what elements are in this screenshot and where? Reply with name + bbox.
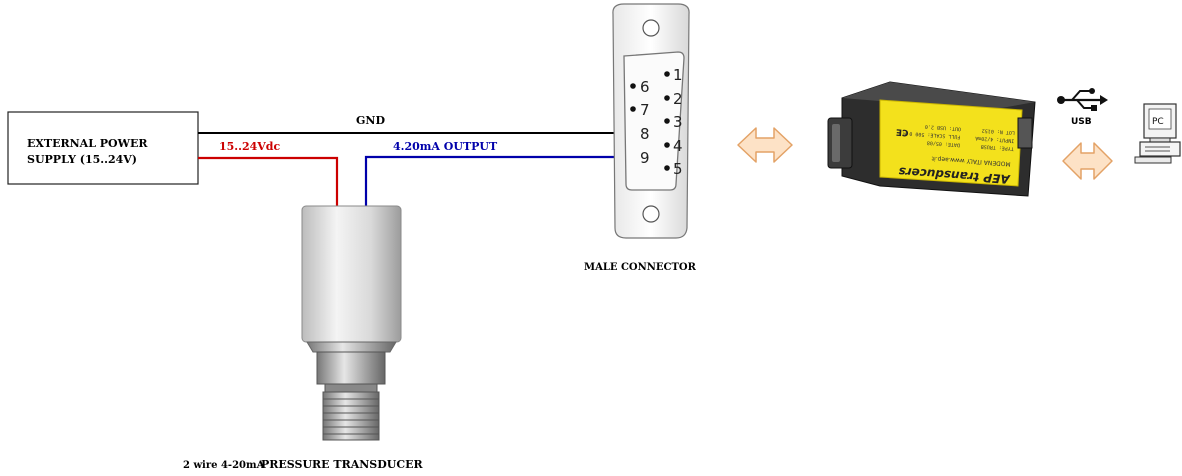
pin-4-label: 4 — [673, 137, 683, 155]
power-supply-box: EXTERNAL POWER SUPPLY (15..24V) — [7, 111, 199, 185]
pin-5-label: 5 — [673, 160, 683, 178]
usb-icon: USB — [1057, 88, 1108, 127]
power-supply-label-line1: EXTERNAL POWER — [27, 137, 148, 150]
pin-1-label: 1 — [673, 66, 683, 84]
adapter-text-4: FULL SCALE: 500 0 M — [903, 130, 960, 140]
pin-8-label: 8 — [640, 125, 650, 143]
wires: GND 15..24Vdc 4.20mA OUTPUT — [198, 114, 636, 207]
pc-icon: PC — [1134, 103, 1181, 164]
output-signal-label: 4.20mA OUTPUT — [393, 140, 498, 153]
ce-mark: CE — [896, 126, 909, 137]
pin-6-label: 6 — [640, 78, 650, 96]
usb-adapter-device: AEP transducers MODENA ITALY www.aep.it … — [827, 81, 1036, 197]
db9-male-connector: 1 2 3 4 5 6 7 8 9 MALE CONNECTOR — [584, 3, 697, 273]
transducer-label-small: 2 wire 4-20mA — [183, 460, 265, 471]
output-wire — [364, 155, 632, 207]
adapter-text-5: OUT: USB 2.0 — [925, 123, 961, 132]
bidirectional-arrow-icon-2 — [1062, 142, 1113, 180]
pin-2-label: 2 — [673, 90, 683, 108]
supply-voltage-label: 15..24Vdc — [219, 140, 281, 153]
bidirectional-arrow-icon — [737, 127, 793, 163]
adapter-text-2: LOT N: 0152 — [982, 127, 1015, 135]
gnd-label: GND — [356, 114, 385, 127]
pin-9-label: 9 — [640, 149, 650, 167]
mount-hole-bottom — [642, 205, 660, 223]
adapter-text-0: TYPE: TRUSB — [981, 143, 1014, 151]
adapter-text-3: DATE: 05/08 — [927, 139, 960, 147]
pressure-transducer: 2 wire 4-20mA PRESSURE TRANSDUCER — [183, 205, 424, 471]
power-supply-label-line2: SUPPLY (15..24V) — [27, 153, 137, 166]
usb-label: USB — [1071, 117, 1092, 127]
adapter-text-1: INPUT: 4/20mA — [975, 135, 1014, 144]
transducer-label-main: PRESSURE TRANSDUCER — [261, 458, 424, 471]
supply-wire — [198, 156, 339, 207]
connector-label: MALE CONNECTOR — [584, 262, 697, 273]
pin-7-label: 7 — [640, 101, 650, 119]
pc-label: PC — [1152, 117, 1164, 127]
pin-3-label: 3 — [673, 113, 683, 131]
mount-hole-top — [642, 19, 660, 37]
